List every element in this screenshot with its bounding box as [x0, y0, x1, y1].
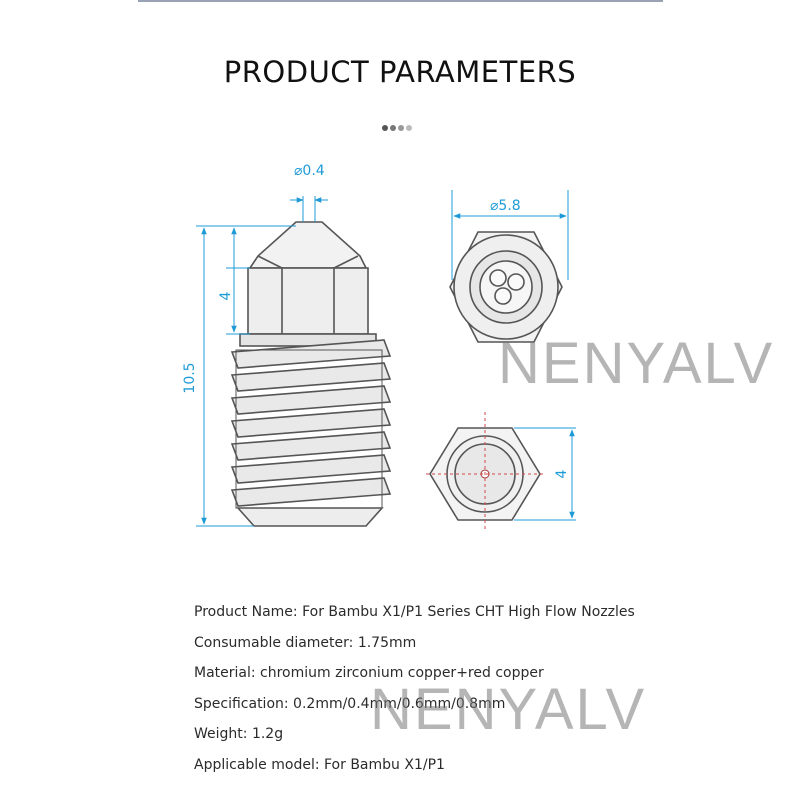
decorative-dots	[382, 125, 412, 131]
nozzle-side-view	[230, 221, 392, 527]
spec-product-name: Product Name: For Bambu X1/P1 Series CHT…	[194, 604, 635, 620]
side-view-dimensions	[196, 196, 328, 527]
dot-1	[382, 125, 388, 131]
product-specs-list: Product Name: For Bambu X1/P1 Series CHT…	[194, 600, 754, 783]
watermark-logo-1: NENYALV	[498, 331, 775, 396]
hex-width-label: 4	[554, 469, 570, 478]
spec-consumable-diameter: Consumable diameter: 1.75mm	[194, 634, 417, 651]
dot-4	[406, 125, 412, 131]
watermark-logo-2: NENYALV	[370, 677, 647, 742]
top-divider-line	[138, 0, 663, 2]
orifice-diameter-label: ⌀0.4	[294, 163, 325, 179]
bottom-view-dimensions	[514, 427, 576, 521]
outer-diameter-label: ⌀5.8	[490, 198, 521, 214]
total-length-label: 10.5	[182, 362, 198, 393]
nozzle-top-view	[449, 231, 563, 343]
spec-specification: Specification: 0.2mm/0.4mm/0.6mm/0.8mm	[194, 695, 506, 712]
bottom-view-centerlines	[426, 412, 544, 532]
spec-applicable-model: Applicable model: For Bambu X1/P1	[194, 756, 445, 773]
spec-material: Material: chromium zirconium copper+red …	[194, 665, 544, 681]
hex-height-label: 4	[218, 291, 234, 300]
spec-weight: Weight: 1.2g	[194, 726, 284, 742]
dot-3	[398, 125, 404, 131]
top-view-dimensions	[451, 190, 569, 280]
dot-2	[390, 125, 396, 131]
nozzle-technical-drawing: ⌀0.4 4 10.5 ⌀5.8 4	[182, 163, 576, 532]
page-title: PRODUCT PARAMETERS	[223, 55, 577, 89]
